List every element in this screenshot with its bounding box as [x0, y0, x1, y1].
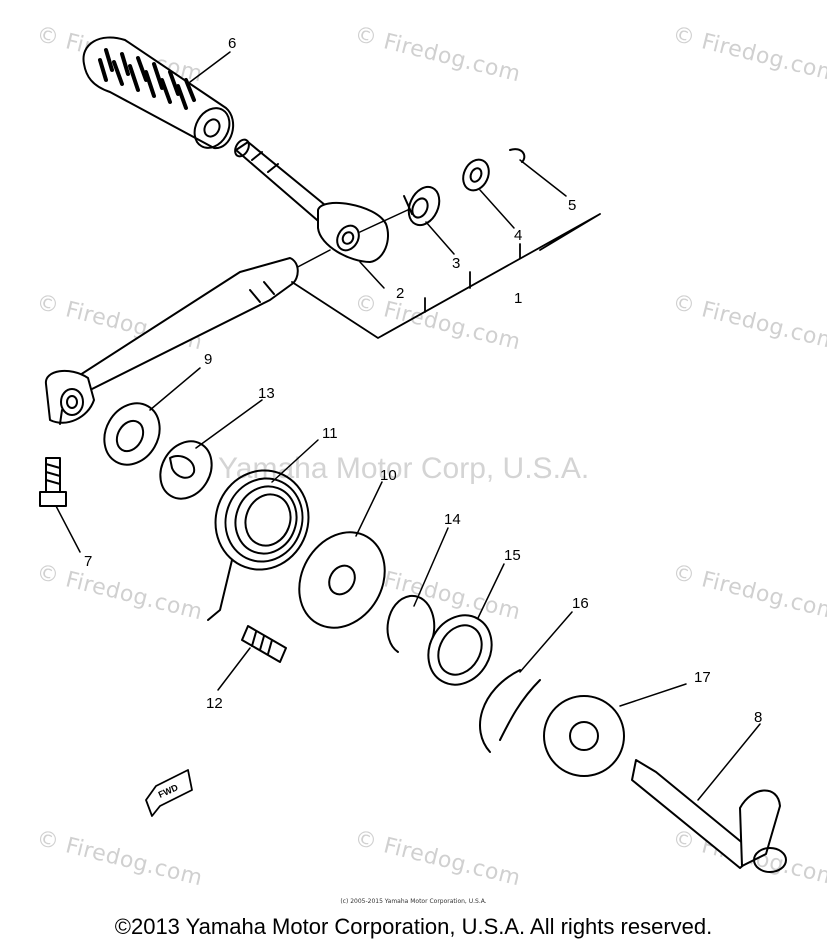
torsion-spring: [207, 469, 310, 621]
thrust-washer: [427, 614, 493, 686]
label-part-10: 10: [380, 467, 397, 484]
label-part-9: 9: [204, 351, 212, 368]
grip: [82, 36, 235, 150]
label-part-15: 15: [504, 547, 521, 564]
label-part-11: 11: [322, 425, 338, 442]
label-part-7: 7: [84, 553, 92, 570]
label-part-17: 17: [694, 669, 711, 686]
copyright-notice: ©2013 Yamaha Motor Corporation, U.S.A. A…: [114, 914, 713, 939]
forward-arrow-icon: FWD: [145, 769, 193, 817]
collar: [403, 185, 441, 227]
washer: [462, 158, 490, 192]
label-part-2: 2: [396, 285, 404, 302]
kick-axle: [631, 759, 787, 873]
center-watermark: Yamaha Motor Corp, U.S.A.: [218, 452, 590, 485]
spring-pin: [241, 625, 287, 663]
bolt: [39, 457, 67, 507]
label-part-5: 5: [568, 197, 576, 214]
spring-plate: [298, 531, 386, 629]
circlip-large: [386, 594, 436, 653]
label-part-14: 14: [444, 511, 461, 528]
small-credit: (c) 2005-2015 Yamaha Motor Corporation, …: [340, 898, 487, 905]
kick-gear: [543, 695, 625, 777]
label-part-12: 12: [206, 695, 223, 712]
label-part-8: 8: [754, 709, 762, 726]
kick-arm-shaft: [234, 138, 413, 271]
oil-seal: [103, 402, 161, 466]
part-labels: 6 2 3 4 5 1 9 13 11 10 14 15 16 7 12 17 …: [84, 35, 762, 726]
circlip: [509, 148, 526, 163]
kick-clip: [479, 669, 541, 753]
bushing: [159, 440, 213, 500]
label-part-3: 3: [452, 255, 460, 272]
kick-arm: [44, 257, 299, 425]
label-part-6: 6: [228, 35, 236, 52]
label-part-13: 13: [258, 385, 275, 402]
leader-lines: [55, 51, 761, 801]
label-part-1: 1: [514, 290, 522, 307]
label-part-16: 16: [572, 595, 589, 612]
exploded-view-drawing: 6 2 3 4 5 1 9 13 11 10 14 15 16 7 12 17 …: [39, 35, 787, 873]
assembly-bracket: [291, 213, 601, 339]
label-part-4: 4: [514, 227, 522, 244]
